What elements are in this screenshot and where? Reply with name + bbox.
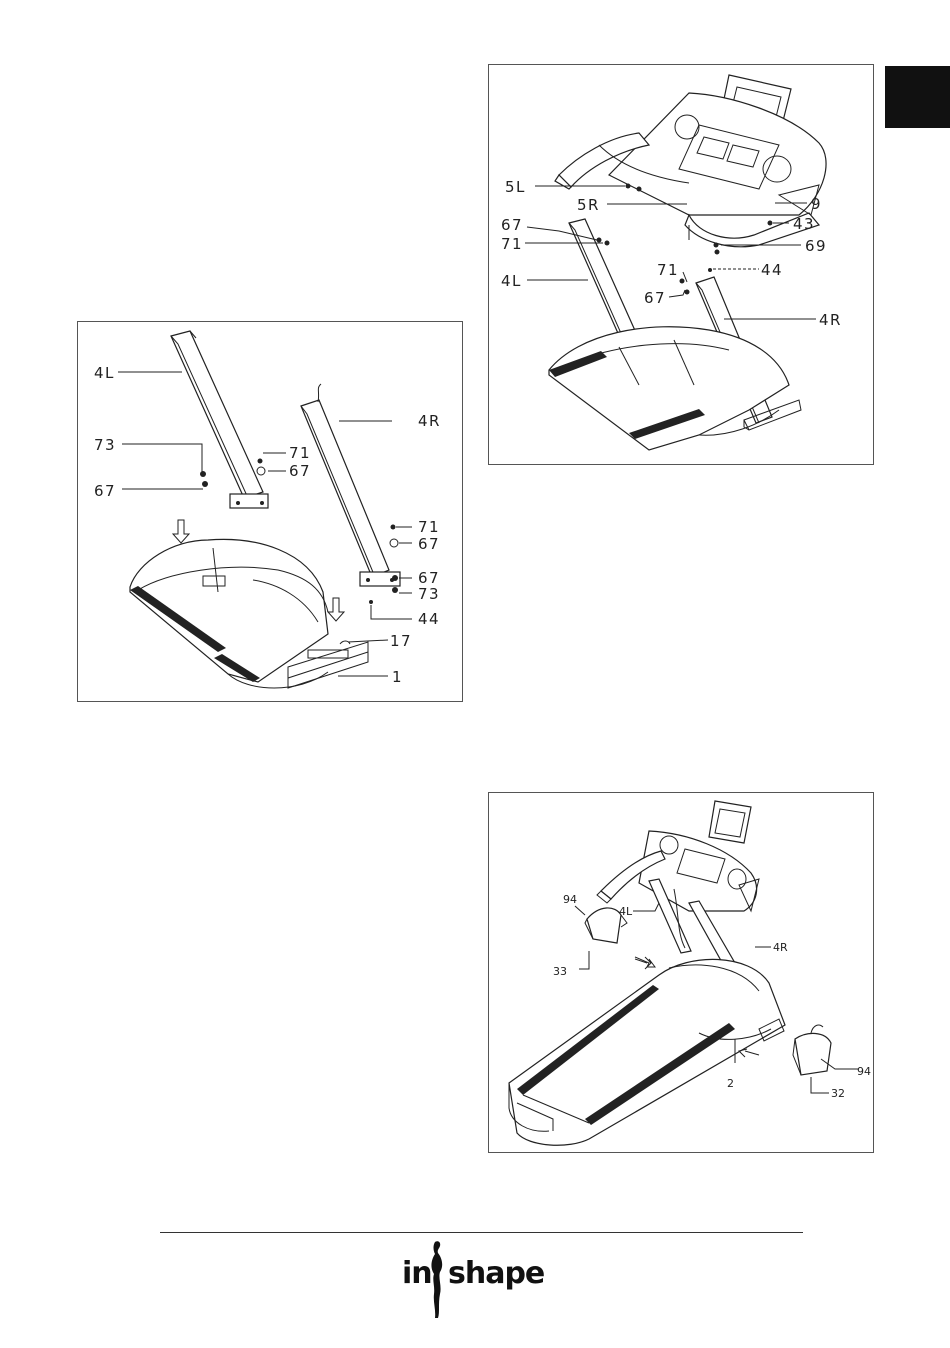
label-17: 17 xyxy=(390,632,412,650)
label-71: 71 xyxy=(657,261,679,279)
label-71: 71 xyxy=(501,235,523,253)
upright-right-drawing xyxy=(301,384,400,586)
section-tab xyxy=(885,66,950,128)
label-67: 67 xyxy=(94,482,116,500)
label-73: 73 xyxy=(94,436,116,454)
label-4L: 4L xyxy=(501,272,522,290)
side-cover-right-drawing xyxy=(793,1025,831,1075)
label-67: 67 xyxy=(418,535,440,553)
label-4R: 4R xyxy=(418,412,441,430)
label-2: 2 xyxy=(727,1077,734,1090)
label-5L: 5L xyxy=(505,178,526,196)
label-67: 67 xyxy=(644,289,666,307)
label-4L: 4L xyxy=(619,905,633,918)
label-4L: 4L xyxy=(94,364,115,382)
treadmill-base-drawing xyxy=(549,327,801,450)
diagram-uprights-attach: 4L 4R 73 71 67 67 71 67 67 73 44 17 1 xyxy=(77,321,463,702)
diagram-side-covers: 94 4L 4R 33 2 94 32 xyxy=(488,792,874,1153)
label-5R: 5R xyxy=(577,196,600,214)
console-drawing xyxy=(597,801,759,911)
label-4R: 4R xyxy=(773,941,788,954)
treadmill-deck-drawing xyxy=(509,959,785,1145)
diagram-console-attach: 5L 5R 9 43 67 71 69 71 44 4L 67 4R xyxy=(488,64,874,465)
label-4R: 4R xyxy=(819,311,842,329)
label-67: 67 xyxy=(289,462,311,480)
label-94: 94 xyxy=(563,893,577,906)
label-1: 1 xyxy=(392,668,403,686)
figure-silhouette-icon xyxy=(402,1238,552,1320)
label-44: 44 xyxy=(761,261,783,279)
label-71: 71 xyxy=(418,518,440,536)
label-69: 69 xyxy=(805,237,827,255)
label-94: 94 xyxy=(857,1065,871,1078)
treadmill-base-drawing xyxy=(130,539,368,688)
upright-left-drawing xyxy=(171,331,268,508)
label-44: 44 xyxy=(418,610,440,628)
console-drawing xyxy=(555,75,826,247)
label-71: 71 xyxy=(289,444,311,462)
label-73: 73 xyxy=(418,585,440,603)
label-43: 43 xyxy=(793,215,815,233)
footer-rule xyxy=(160,1232,803,1233)
label-9: 9 xyxy=(811,195,822,213)
label-67: 67 xyxy=(501,216,523,234)
brand-logo: in shape xyxy=(402,1238,552,1320)
label-33: 33 xyxy=(553,965,567,978)
label-32: 32 xyxy=(831,1087,845,1100)
